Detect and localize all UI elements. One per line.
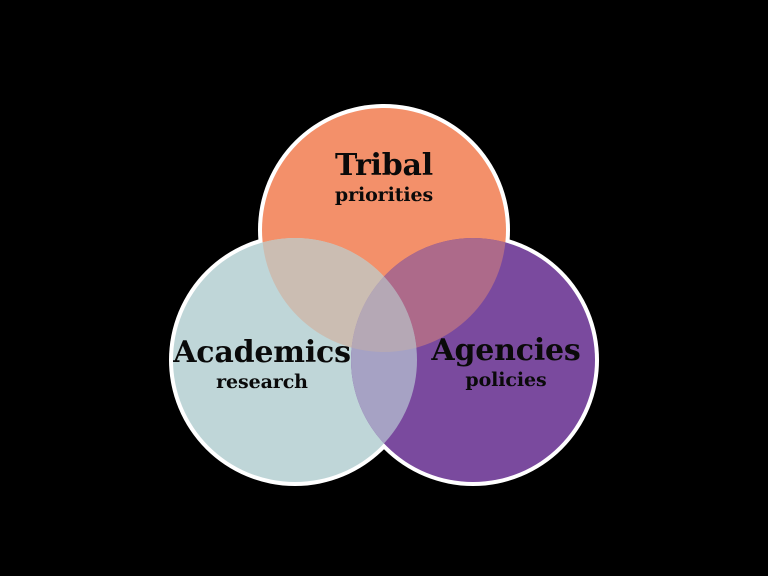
venn-label-agencies-title: Agencies xyxy=(431,333,581,368)
venn-label-academics: Academics research xyxy=(173,338,351,392)
venn-label-academics-subtitle: research xyxy=(216,371,308,393)
venn-label-tribal: Tribal priorities xyxy=(335,151,433,205)
venn-label-academics-title: Academics xyxy=(173,335,351,370)
venn-label-tribal-subtitle: priorities xyxy=(334,184,434,206)
venn-label-agencies-subtitle: policies xyxy=(465,369,547,391)
overlap-tribal-academics xyxy=(262,238,417,352)
venn-label-tribal-title: Tribal xyxy=(335,148,433,183)
venn-label-agencies: Agencies policies xyxy=(431,336,580,390)
overlap-tribal-agencies xyxy=(351,238,506,352)
